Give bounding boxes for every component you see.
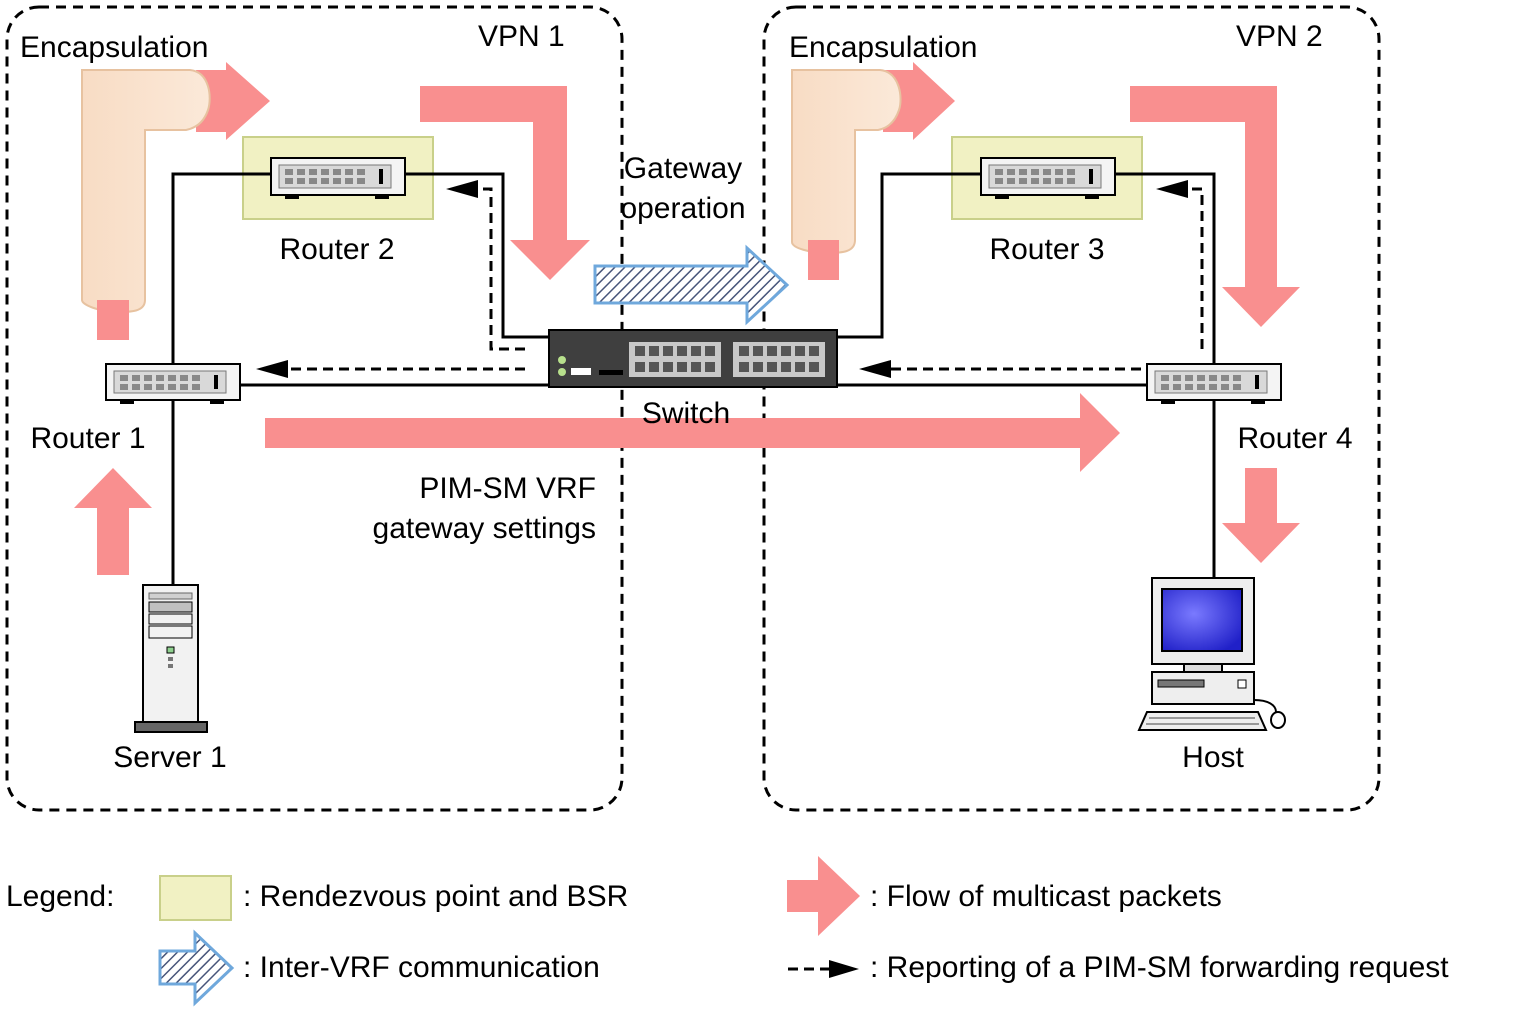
- router2-device: [270, 157, 406, 199]
- encapsulation-tube-vpn1: [81, 69, 211, 340]
- gateway-settings-line1: PIM-SM VRF: [419, 472, 596, 505]
- router3-device: [980, 157, 1116, 199]
- legend-inter-vrf-text: : Inter-VRF communication: [243, 951, 600, 984]
- router1-device: [105, 363, 241, 404]
- vpn1-label: VPN 1: [478, 20, 565, 53]
- flow-arrow-encap1: [196, 62, 270, 140]
- encapsulation-tube-vpn2: [791, 69, 902, 280]
- legend-rp-bsr-swatch: [159, 875, 232, 921]
- server1-label: Server 1: [113, 741, 226, 774]
- gateway-operation-line1: Gateway: [624, 152, 742, 185]
- flow-arrow-router3-down: [1130, 86, 1300, 327]
- legend-pim-text: : Reporting of a PIM-SM forwarding reque…: [870, 951, 1449, 984]
- legend-pim-swatch-head: [829, 960, 859, 978]
- legend-multicast-swatch: [787, 856, 860, 936]
- inter-vrf-arrow: [593, 244, 790, 326]
- network-links: [171, 172, 1216, 585]
- host-device: [1137, 577, 1286, 731]
- vpn2-boundary: [762, 5, 1381, 812]
- legend-rp-bsr-text: : Rendezvous point and BSR: [243, 880, 628, 913]
- flow-arrow-inter-vpn: [265, 393, 1120, 472]
- vpn2-label: VPN 2: [1236, 20, 1323, 53]
- legend-title: Legend:: [6, 880, 114, 913]
- vpn1-boundary: [5, 5, 624, 812]
- gateway-settings-line2: gateway settings: [373, 512, 596, 545]
- pim-request-arrows: [256, 180, 1204, 378]
- switch-label: Switch: [642, 397, 730, 430]
- vpn1-encapsulation-label: Encapsulation: [20, 31, 208, 64]
- router2-label: Router 2: [279, 233, 394, 266]
- router3-label: Router 3: [989, 233, 1104, 266]
- flow-arrow-server-up: [74, 468, 152, 575]
- flow-arrow-encap2: [883, 62, 955, 140]
- vpn2-encapsulation-label: Encapsulation: [789, 31, 977, 64]
- server1-device: [134, 584, 208, 733]
- legend: Legend: : Rendezvous point and BSR : Int…: [6, 856, 1449, 1007]
- host-label: Host: [1182, 741, 1244, 774]
- flow-arrow-router2-down: [420, 86, 590, 280]
- legend-inter-vrf-swatch: [158, 929, 235, 1007]
- multicast-flow-arrows: [74, 62, 1300, 575]
- gateway-operation-line2: operation: [620, 192, 745, 225]
- router4-label: Router 4: [1237, 422, 1352, 455]
- router1-label: Router 1: [30, 422, 145, 455]
- legend-multicast-text: : Flow of multicast packets: [870, 880, 1222, 913]
- flow-arrow-host-down: [1222, 468, 1300, 563]
- switch-device: [548, 329, 838, 388]
- router4-device: [1146, 363, 1282, 404]
